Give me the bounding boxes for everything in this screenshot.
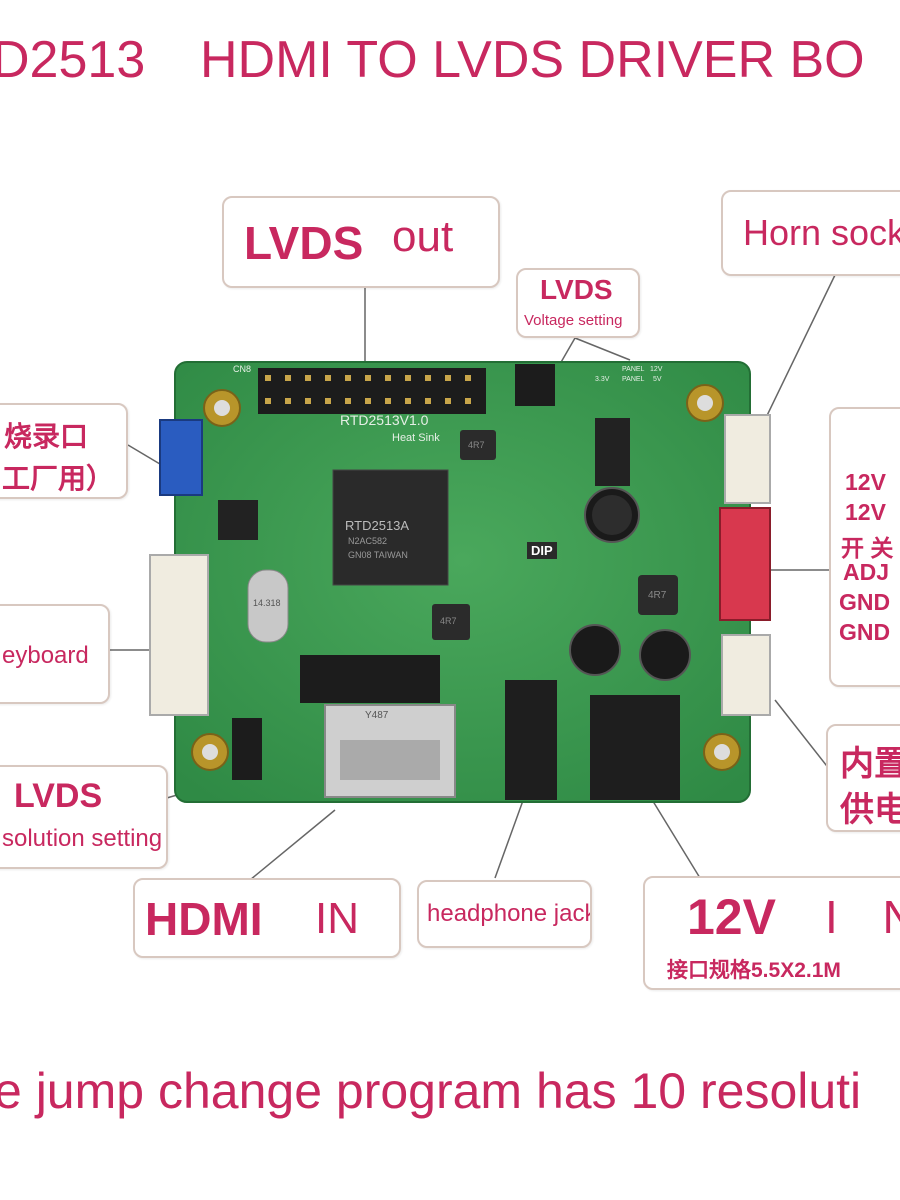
inductor-label-3: 4R7 (648, 590, 667, 601)
horn-socket-text: Horn sock (743, 212, 900, 253)
callout-lvds-out: LVDS out (222, 196, 500, 288)
pin-label-2: 12V (845, 499, 886, 525)
pin-label-5: GND (839, 589, 891, 615)
pin-label-4: ADJ (843, 559, 890, 585)
inductor-label-1: 4R7 (468, 440, 485, 450)
callout-hdmi-in: HDMI IN (133, 878, 401, 958)
panel-label-2: 12V (650, 366, 663, 373)
panel-label-3: 3.3V (595, 376, 610, 383)
pin-label-3: 开 关 (841, 535, 894, 561)
chip-sub-1: N2AC582 (348, 536, 388, 546)
hdmi-connector-label: Y487 (365, 710, 389, 721)
hdmi-in-bold: HDMI (145, 893, 263, 945)
footer-note: e jump change program has 10 resoluti (0, 1062, 900, 1132)
lvds-out-bold: LVDS (244, 217, 364, 269)
lvds-out-rest: out (392, 212, 454, 261)
keyboard-text: eyboard (2, 642, 89, 669)
callout-power-switch: 12V 12V 开 关 ADJ GND GND (829, 407, 900, 687)
panel-label-4: PANEL (622, 376, 645, 383)
chip-sub-2: GN08 TAIWAN (348, 550, 408, 560)
panel-label-1: PANEL (622, 366, 645, 373)
chip-label: RTD2513A (345, 518, 410, 533)
lvds-voltage-title: LVDS (540, 274, 613, 305)
headphone-jack-text: headphone jack (427, 900, 592, 927)
dc-in-main: 12V (687, 889, 776, 945)
pin-label-6: GND (839, 619, 891, 645)
callout-keyboard: eyboard (0, 604, 110, 704)
crystal-label: 14.318 (253, 598, 281, 608)
lvds-resolution-title: LVDS (14, 777, 103, 815)
title-model: D2513 (0, 31, 146, 89)
heat-sink-label: Heat Sink (392, 432, 440, 444)
callout-builtin-power: 内置 供电 (826, 724, 900, 832)
cn8-label: CN8 (233, 364, 252, 374)
inductor-label-2: 4R7 (440, 616, 457, 626)
title-description: HDMI TO LVDS DRIVER BO (200, 31, 865, 89)
hdmi-in-rest: IN (315, 894, 359, 943)
builtin-power-line1: 内置 (840, 745, 900, 783)
burn-port-line2: 工厂用） (2, 463, 115, 494)
panel-label-5: 5V (653, 376, 662, 383)
footer-text: e jump change program has 10 resoluti (0, 1063, 862, 1119)
pin-label-1: 12V (845, 469, 886, 495)
callout-headphone-jack: headphone jack (417, 880, 592, 948)
page-title: D2513 HDMI TO LVDS DRIVER BO (0, 30, 900, 100)
callout-lvds-resolution: LVDS solution setting (0, 765, 168, 869)
callout-horn-socket: Horn sock (721, 190, 900, 276)
callout-burn-port: 烧录口 工厂用） (0, 403, 128, 499)
burn-port-line1: 烧录口 (4, 421, 89, 452)
builtin-power-line2: 供电 (840, 791, 900, 829)
lvds-resolution-sub: solution setting (2, 825, 163, 852)
callout-dc-in: 12V I N 接口规格5.5X2.1M (643, 876, 900, 990)
dc-in-spec: 接口规格5.5X2.1M (667, 959, 841, 982)
lvds-voltage-sub: Voltage setting (524, 312, 623, 329)
board-model-silkscreen: RTD2513V1.0 (340, 412, 429, 428)
callout-lvds-voltage: LVDS Voltage setting (516, 268, 640, 338)
dip-label: DIP (527, 542, 557, 559)
dc-in-rest: I N (825, 891, 900, 943)
